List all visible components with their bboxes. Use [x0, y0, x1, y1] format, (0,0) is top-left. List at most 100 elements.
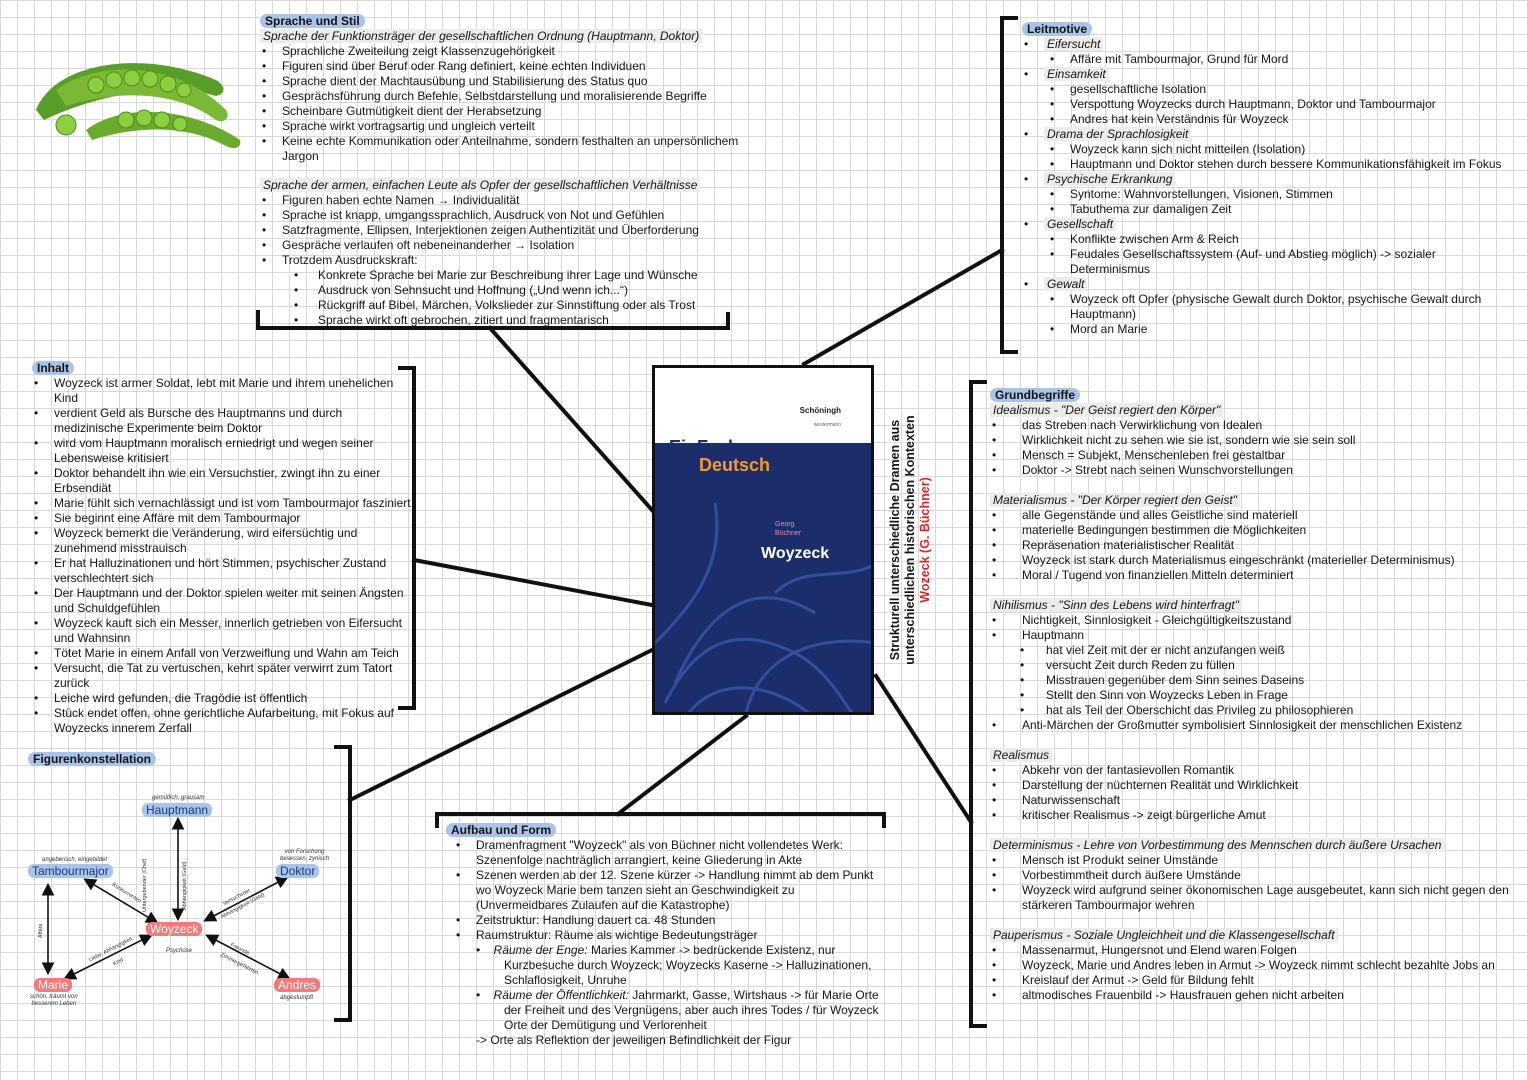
aufbau-bracket: [435, 812, 886, 828]
list-item: Affäre mit Tambourmajor, Grund für Mord: [1022, 52, 1517, 67]
list-item: Woyzeck kauft sich ein Messer, innerlich…: [32, 616, 412, 646]
list-item: altmodisches Frauenbild -> Hausfrauen ge…: [990, 988, 1520, 1003]
aufbau-list: Dramenfragment "Woyzeck" als von Büchner…: [454, 838, 886, 943]
grundbegriff-list: Nichtigkeit, Sinnlosigkeit - Gleichgülti…: [990, 613, 1520, 733]
vertical-line-3: Wozeck (G. Büchner): [918, 477, 932, 603]
vertical-line-2: unterschiedlichen historischen Kontexten: [903, 415, 917, 665]
list-item: Einsamkeit: [1022, 67, 1517, 82]
grundbegriff-list: Mensch ist Produkt seiner UmständeVorbes…: [990, 853, 1520, 913]
leaf-pattern: [655, 502, 871, 712]
peas-image: [36, 63, 241, 148]
raeume-oeffentlichkeit: • Räume der Öffentlichkeit: Jahrmarkt, G…: [476, 988, 879, 1032]
figuren-bracket: [334, 745, 352, 1022]
hauptmann-desc: gemütlich, grausam: [152, 795, 205, 801]
grundbegriff-heading: Determinismus - Lehre von Vorbestimmung …: [990, 838, 1445, 852]
character-diagram: gemütlich, grausam Hauptmann angeberisch…: [26, 790, 336, 1020]
list-item: Doktor behandelt ihn wie ein Versuchstie…: [32, 466, 412, 496]
list-item: Leiche wird gefunden, die Tragödie ist ö…: [32, 691, 412, 706]
list-item: Gespräche verlaufen oft nebeneinanderher…: [260, 238, 760, 253]
vertical-line-1: Strukturell unterschiedliche Dramen aus: [888, 419, 902, 661]
list-item: Vorbestimmtheit durch äußere Umstände: [990, 868, 1520, 883]
list-item: Repräsenation materialistischer Realität: [990, 538, 1520, 553]
grundbegriffe-blocks: Idealismus - "Der Geist regiert den Körp…: [990, 403, 1520, 1003]
list-item: Psychische Erkrankung: [1022, 172, 1517, 187]
list-item: Woyzeck bemerkt die Veränderung, wird ei…: [32, 526, 412, 556]
line-leitmotive: [801, 247, 1005, 367]
sprache-sub2: Sprache der armen, einfachen Leute als O…: [260, 178, 701, 192]
grundbegriff-heading: Idealismus - "Der Geist regiert den Körp…: [990, 403, 1224, 417]
list-item: Moral / Tugend von finanziellen Mitteln …: [990, 568, 1520, 583]
list-item: versucht Zeit durch Reden zu füllen: [990, 658, 1520, 673]
list-item: Scheinbare Gutmütigkeit dient der Herabs…: [260, 104, 760, 119]
inhalt-section: Inhalt Woyzeck ist armer Soldat, lebt mi…: [32, 361, 412, 736]
grundbegriffe-section: Grundbegriffe Idealismus - "Der Geist re…: [990, 388, 1520, 1003]
list-item: Abkehr von der fantasievollen Romantik: [990, 763, 1520, 778]
list-item: Gesprächsführung durch Befehle, Selbstda…: [260, 89, 760, 104]
line-sprache: [487, 325, 655, 513]
list-item: Drama der Sprachlosigkeit: [1022, 127, 1517, 142]
figuren-section: Figurenkonstellation: [28, 752, 157, 767]
list-item: Szenen werden ab der 12. Szene kürzer ->…: [454, 868, 886, 913]
grundbegriff-list: alle Gegenstände und alles Geistliche si…: [990, 508, 1520, 583]
grundbegriff-list: Massenarmut, Hungersnot und Elend waren …: [990, 943, 1520, 1003]
list-item: Sprache ist knapp, umgangssprachlich, Au…: [260, 208, 760, 223]
grundbegriff-list: Abkehr von der fantasievollen RomantikDa…: [990, 763, 1520, 823]
list-item: Keine echte Kommunikation oder Anteilnah…: [260, 134, 742, 164]
list-item: Raumstruktur: Räume als wichtige Bedeutu…: [454, 928, 886, 943]
list-item: Satzfragmente, Ellipsen, Interjektionen …: [260, 223, 760, 238]
leitmotive-bracket: [1000, 16, 1018, 354]
sprache-title: Sprache und Stil: [260, 14, 365, 28]
grundbegriff-heading: Materialismus - "Der Körper regiert den …: [990, 493, 1240, 507]
list-item: materielle Bedingungen bestimmen die Mög…: [990, 523, 1520, 538]
raeume-enge: • Räume der Enge: Maries Kammer -> bedrü…: [476, 943, 872, 987]
node-woyzeck: Woyzeck: [146, 922, 203, 936]
rel-hauptmann-woyzeck-1: Untergebender (Chef): [142, 858, 148, 912]
list-item: wird vom Hauptmann moralisch erniedrigt …: [32, 436, 412, 466]
node-tambourmajor: Tambourmajor: [28, 864, 113, 878]
list-item: Sprache wirkt oft gebrochen, zitiert und…: [260, 313, 760, 328]
list-item: Woyzeck ist armer Soldat, lebt mit Marie…: [32, 376, 412, 406]
list-item: Misstrauen gegenüber dem Sinn seines Das…: [990, 673, 1520, 688]
series-name-2: Deutsch: [699, 455, 771, 475]
list-item: Rückgriff auf Bibel, Märchen, Volksliede…: [260, 298, 760, 313]
list-item: verdient Geld als Bursche des Hauptmanns…: [32, 406, 412, 436]
list-item: gesellschaftliche Isolation: [1022, 82, 1517, 97]
list-item: Stellt den Sinn von Woyzecks Leben in Fr…: [990, 688, 1520, 703]
node-doktor: Doktor: [276, 864, 320, 878]
list-item: Versucht, die Tat zu vertuschen, kehrt s…: [32, 661, 412, 691]
grundbegriffe-bracket: [969, 380, 987, 1028]
node-hauptmann: Hauptmann: [142, 803, 213, 817]
list-item: Darstellung der nüchternen Realität und …: [990, 778, 1520, 793]
inhalt-title: Inhalt: [32, 361, 74, 375]
list-item: Sprache wirkt vortragsartig und ungleich…: [260, 119, 760, 134]
list-item: Sie beginnt eine Affäre mit dem Tambourm…: [32, 511, 412, 526]
list-item: Woyzeck oft Opfer (physische Gewalt durc…: [1022, 292, 1517, 322]
book-cover-background: [655, 443, 871, 712]
list-item: Sprachliche Zweiteilung zeigt Klassenzug…: [260, 44, 760, 59]
list-item: Tötet Marie in einem Anfall von Verzweif…: [32, 646, 412, 661]
node-marie: Marie: [34, 978, 73, 992]
leitmotive-title: Leitmotive: [1022, 22, 1093, 36]
list-item: Marie fühlt sich vernachlässigt und ist …: [32, 496, 412, 511]
grundbegriff-heading: Nihilismus - "Sinn des Lebens wird hinte…: [990, 598, 1242, 612]
list-item: Figuren haben echte Namen → Individualit…: [260, 193, 760, 208]
list-item: Massenarmut, Hungersnot und Elend waren …: [990, 943, 1520, 958]
leitmotive-list: Eifersucht Affäre mit Tambourmajor, Grun…: [1022, 37, 1517, 337]
book-title: Woyzeck: [761, 545, 830, 562]
tambourmajor-desc: angeberisch, eingebildet: [42, 857, 108, 863]
list-item: Andres hat kein Verständnis für Woyzeck: [1022, 112, 1517, 127]
list-item: Sprache dient der Machtausübung und Stab…: [260, 74, 760, 89]
list-item: Dramenfragment "Woyzeck" als von Büchner…: [454, 838, 886, 868]
list-item: Mensch ist Produkt seiner Umstände: [990, 853, 1520, 868]
list-item: Hauptmann und Doktor stehen durch besser…: [1022, 157, 1517, 172]
list-item: Eifersucht: [1022, 37, 1517, 52]
line-figuren: [347, 647, 655, 803]
character-arrows: [41, 816, 291, 980]
list-item: Gewalt: [1022, 277, 1517, 292]
inhalt-list: Woyzeck ist armer Soldat, lebt mit Marie…: [32, 376, 412, 736]
